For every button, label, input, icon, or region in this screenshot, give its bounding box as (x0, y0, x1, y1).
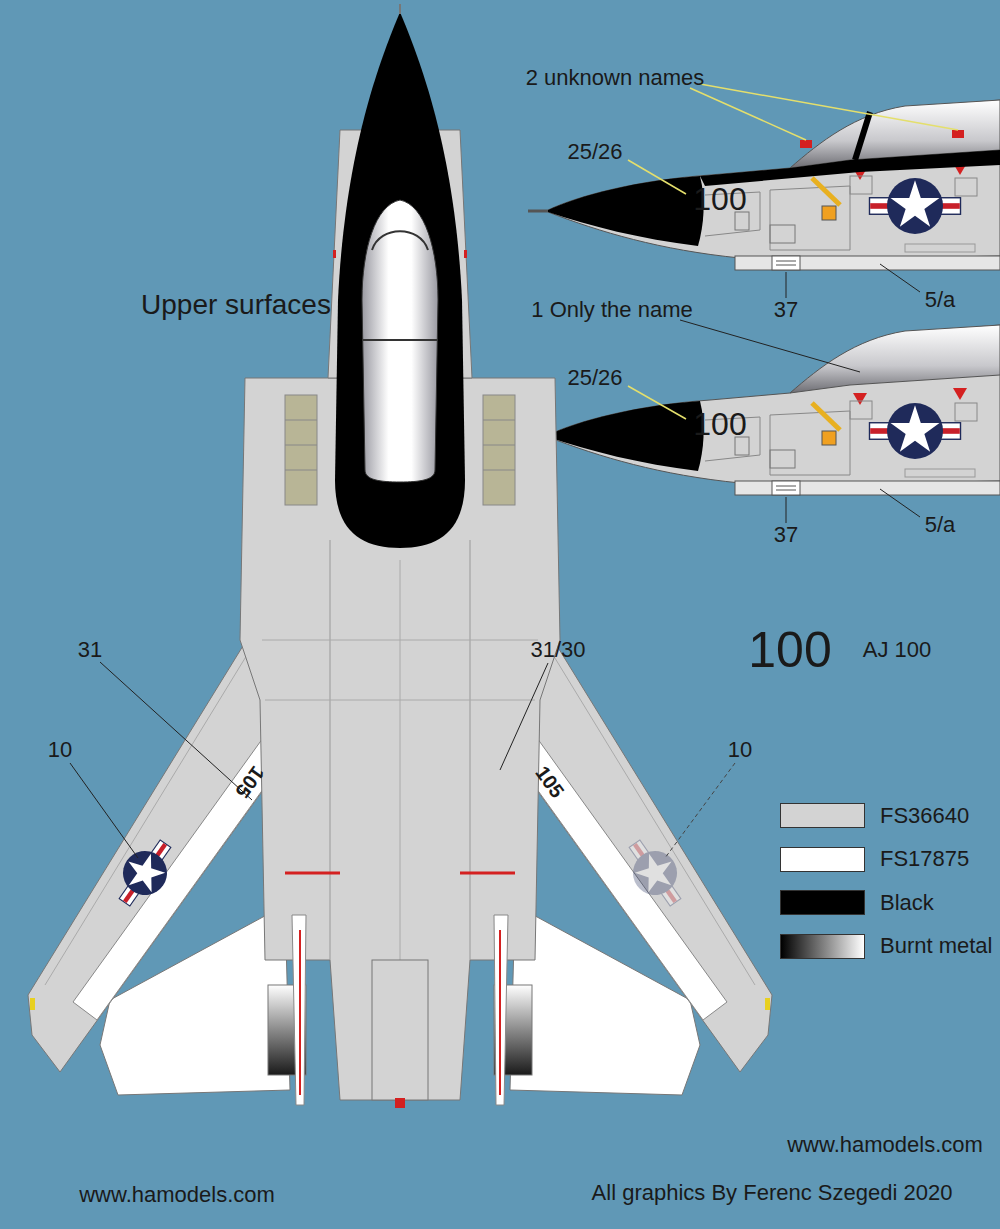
callout-number: 37 (774, 298, 798, 322)
callout-note: 2 unknown names (526, 66, 705, 90)
legend-text: Burnt metal (880, 934, 993, 958)
callout-note: 1 Only the name (531, 298, 692, 322)
website: www.hamodels.com (787, 1133, 983, 1157)
color-swatch (780, 803, 865, 828)
callout-number: 10 (48, 738, 72, 762)
modex-code: AJ 100 (863, 638, 932, 662)
callout-number: 5/a (925, 288, 956, 312)
callout-number: 25/26 (567, 366, 622, 390)
callout-number: 31/30 (530, 638, 585, 662)
callout-number: 31 (78, 638, 102, 662)
modex-number: 100 (693, 182, 746, 217)
legend-text: Black (880, 890, 934, 914)
callout-number: 5/a (925, 513, 956, 537)
callout-number: 10 (728, 738, 752, 762)
credit: All graphics By Ferenc Szegedi 2020 (592, 1181, 953, 1205)
legend-text: FS17875 (880, 847, 969, 871)
color-swatch (780, 890, 865, 915)
view-title: Upper surfaces (141, 290, 331, 321)
modex-number: 100 (693, 407, 746, 442)
color-swatch (780, 934, 865, 959)
website: www.hamodels.com (79, 1183, 275, 1207)
color-swatch (780, 847, 865, 872)
callout-number: 37 (774, 523, 798, 547)
callout-number: 25/26 (567, 140, 622, 164)
legend-text: FS36640 (880, 803, 969, 827)
modex-sample: 100 (748, 623, 831, 678)
